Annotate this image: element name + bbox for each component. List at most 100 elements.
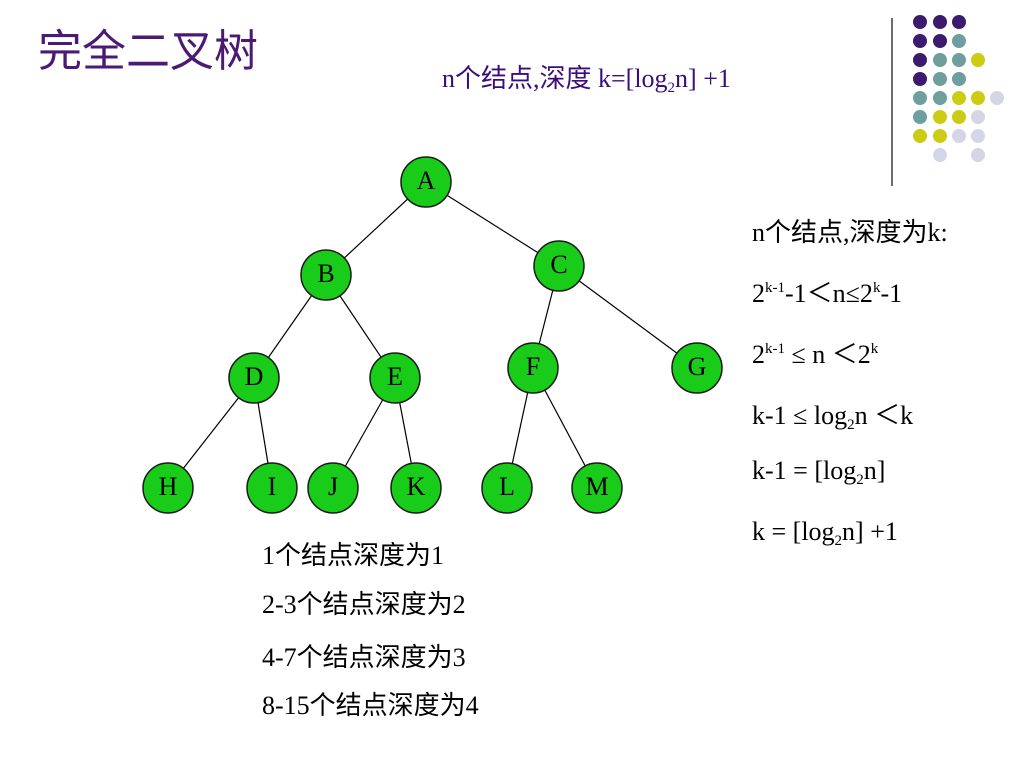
rl6-b: n] +1 (842, 517, 898, 546)
tree-node-label: L (499, 472, 515, 501)
rl4-sub: 2 (847, 417, 855, 433)
decorative-dot (971, 129, 985, 143)
tree-node-label: A (417, 166, 436, 195)
rl2-sup1: k-1 (765, 280, 785, 296)
depth-note-4: 8-15个结点深度为4 (262, 691, 479, 720)
decorative-dot (913, 34, 927, 48)
rl2-sup2: k (872, 280, 881, 296)
right-line-6: k = [log2n] +1 (752, 517, 898, 549)
right-line-5: k-1 = [log2n] (752, 456, 886, 488)
decorative-dot (952, 129, 966, 143)
tree-node-I: I (246, 462, 298, 514)
tree-node-B: B (300, 249, 352, 301)
decorative-dot (933, 148, 947, 162)
rl3-sup2: k (870, 341, 879, 357)
decorative-dot (971, 110, 985, 124)
decorative-dot (913, 72, 927, 86)
rl3-a: 2 (752, 340, 765, 369)
tree-node-circle (671, 342, 723, 394)
decorative-dot (933, 72, 947, 86)
decorative-dot (933, 34, 947, 48)
tree-node-D: D (228, 352, 280, 404)
depth-note-3: 4-7个结点深度为3 (262, 643, 466, 672)
tree-node-circle (571, 462, 623, 514)
tree-node-label: J (328, 472, 338, 501)
decorative-dot (952, 91, 966, 105)
rl2-c: -1 (880, 279, 903, 308)
decorative-dot (913, 129, 927, 143)
tree-node-L: L (481, 462, 533, 514)
decorative-dot (933, 91, 947, 105)
tree-node-E: E (369, 352, 421, 404)
tree-node-circle (400, 156, 452, 208)
rl6-sub: 2 (834, 533, 843, 549)
tree-node-label: C (550, 250, 567, 279)
tree-node-label: D (245, 362, 264, 391)
tree-node-C: C (533, 240, 585, 292)
tree-node-label: E (387, 362, 403, 391)
depth-formula-sub: 2 (667, 80, 676, 96)
decorative-dot (971, 91, 985, 105)
decorative-dot (913, 15, 927, 29)
depth-formula-suffix: n] +1 (675, 64, 731, 93)
depth-formula: n个结点,深度 k=[log2n] +1 (442, 58, 731, 96)
rl5-b: n] (863, 456, 886, 485)
tree-node-J: J (307, 462, 359, 514)
decorative-dot (933, 129, 947, 143)
tree-node-label: K (407, 472, 426, 501)
rl3-sup1: k-1 (765, 341, 785, 357)
decorative-dot (971, 148, 985, 162)
tree-node-label: I (268, 472, 277, 501)
tree-node-circle (246, 462, 298, 514)
rl4-a: k-1 ≤ log (752, 401, 848, 430)
tree-node-circle (481, 462, 533, 514)
tree-edge-A-C (425, 181, 560, 267)
decorative-dot (952, 15, 966, 29)
tree-node-label: M (585, 472, 608, 501)
rl4-b: n ＜k (854, 401, 914, 430)
tree-node-label: H (159, 472, 178, 501)
tree-node-F: F (507, 342, 559, 394)
tree-node-circle (507, 342, 559, 394)
tree-node-label: G (688, 352, 707, 381)
decorative-dot (913, 53, 927, 67)
decorative-dot (913, 91, 927, 105)
tree-node-circle (307, 462, 359, 514)
decorative-dot (952, 53, 966, 67)
slide-title: 完全二叉树 (38, 26, 258, 77)
tree-edge-C-G (558, 265, 698, 369)
tree-node-label: F (526, 352, 540, 381)
decorative-dot (952, 34, 966, 48)
decorative-dot-grid (913, 15, 1004, 162)
rl3-b: ≤ n ＜2 (785, 340, 871, 369)
right-line-3: 2k-1 ≤ n ＜2k (752, 334, 878, 371)
rl2-b: -1＜n≤2 (785, 279, 873, 308)
decorative-dot (990, 91, 1004, 105)
tree-node-circle (369, 352, 421, 404)
rl6-a: k = [log (752, 517, 835, 546)
divider-line (891, 18, 893, 186)
tree-node-label: B (317, 259, 334, 288)
decorative-dot (952, 72, 966, 86)
tree-node-circle (142, 462, 194, 514)
decorative-dot (913, 110, 927, 124)
depth-note-2: 2-3个结点深度为2 (262, 590, 466, 619)
tree-node-G: G (671, 342, 723, 394)
decorative-dot (971, 53, 985, 67)
depth-note-1: 1个结点深度为1 (262, 541, 445, 570)
decorative-dot (933, 15, 947, 29)
rl5-a: k-1 = [log (752, 456, 857, 485)
tree-node-circle (228, 352, 280, 404)
depth-formula-prefix: n个结点,深度 k=[log (442, 64, 668, 93)
right-line-4: k-1 ≤ log2n ＜k (752, 395, 914, 433)
tree-node-M: M (571, 462, 623, 514)
right-line-2: 2k-1-1＜n≤2k-1 (752, 273, 902, 310)
decorative-dot (952, 110, 966, 124)
rl5-sub: 2 (856, 472, 864, 488)
rl2-a: 2 (752, 279, 765, 308)
decorative-dot (933, 53, 947, 67)
decorative-dot (933, 110, 947, 124)
tree-node-circle (390, 462, 442, 514)
tree-node-circle (533, 240, 585, 292)
